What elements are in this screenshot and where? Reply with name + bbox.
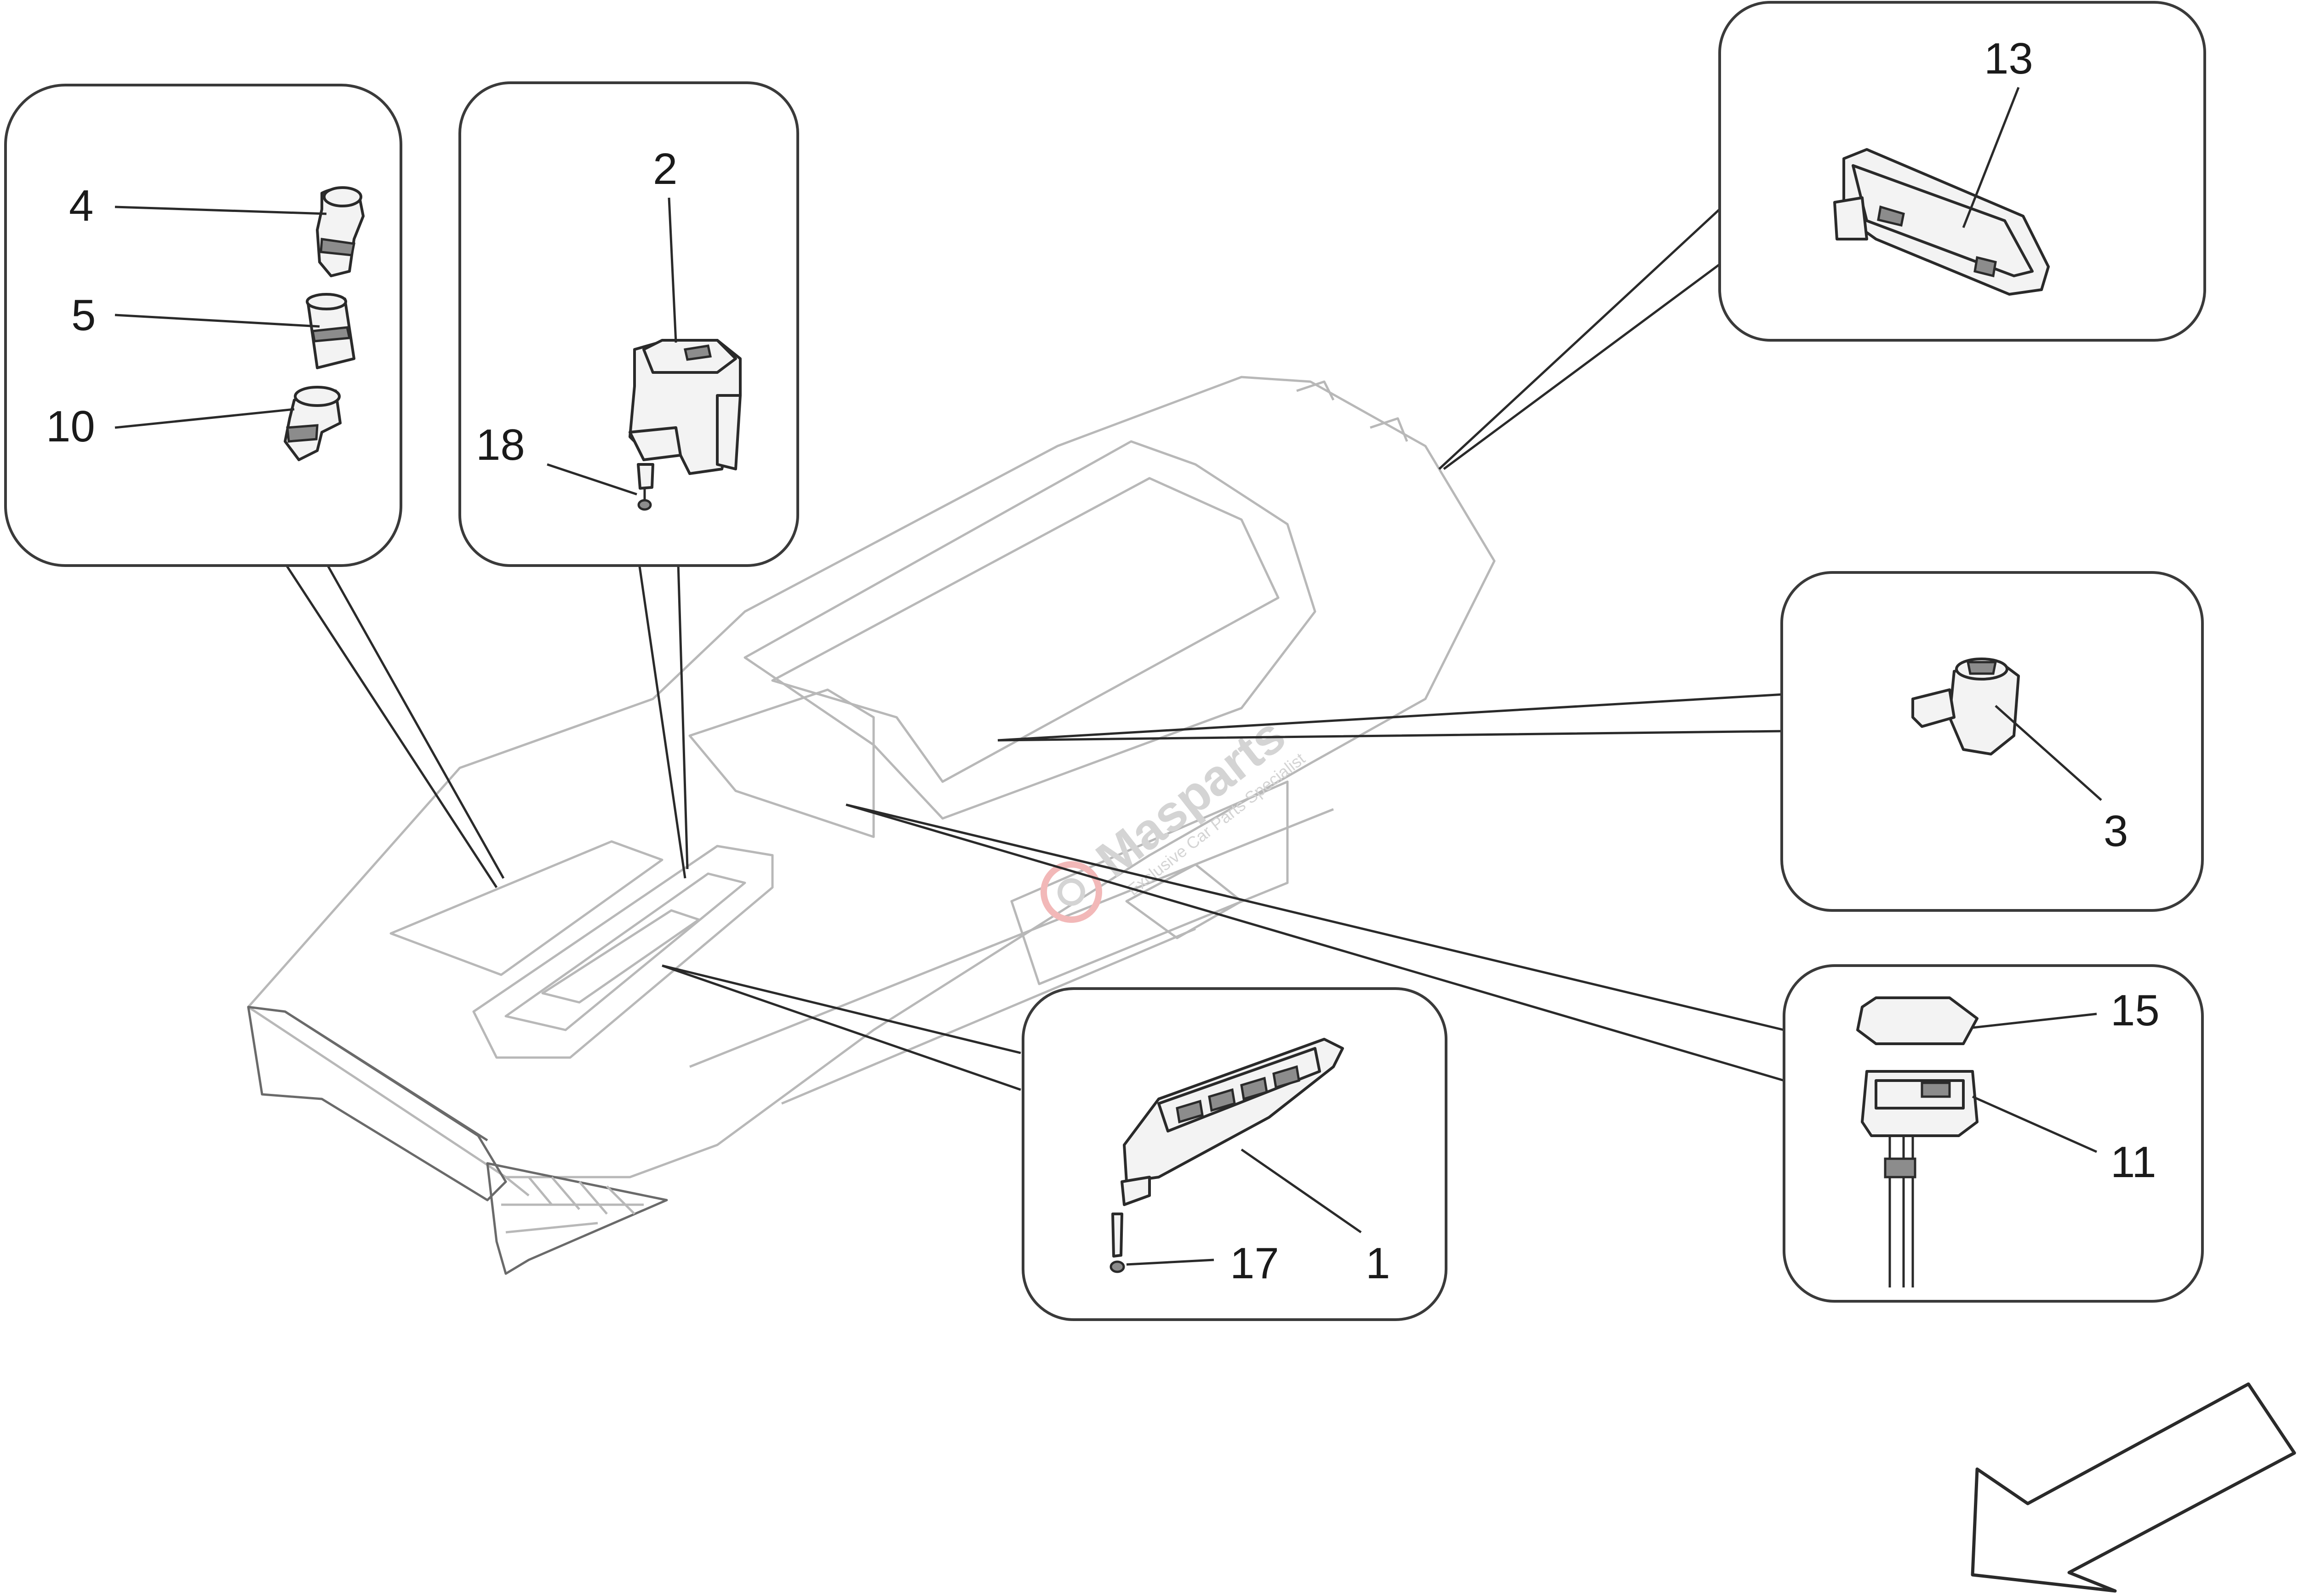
panel-item-3: 3 [1780,571,2204,912]
part-5-illustration [306,293,355,369]
callout-15: 15 [2110,986,2160,1035]
part-15-cover [1856,996,1979,1045]
part-3-illustration [1911,658,2020,755]
panel-leader-lines [284,208,1784,1091]
callout-4: 4 [69,181,93,230]
panel-items-15-11: 15 11 [1783,964,2204,1303]
part-10-illustration [284,386,342,461]
watermark-logo-icon [1041,861,1102,923]
part-2-illustration [629,339,742,475]
centre-console-drawing [247,376,1496,1275]
part-11-socket [1861,1070,1979,1287]
part-4-illustration [316,186,365,277]
callout-13: 13 [1984,34,2033,83]
part-1-switch-panel [1121,1038,1344,1206]
panel-items-2-18: 2 18 [458,81,799,567]
part-18-screw [637,463,654,511]
part-17-screw [1109,1213,1125,1273]
callout-3: 3 [2104,807,2128,856]
orientation-arrow-icon [1971,1382,2296,1593]
part-13-illustration [1833,148,2050,296]
callout-5: 5 [71,291,96,340]
callout-11: 11 [2110,1138,2156,1187]
masparts-watermark: Masparts Exclusive Car Parts Specialist [1041,707,1309,923]
callout-2: 2 [653,144,677,194]
panel-items-1-17: 1 17 [1022,987,1447,1321]
callout-1: 1 [1366,1239,1390,1288]
callout-10: 10 [46,402,95,451]
panel-items-4-5-10: 4 5 10 [4,84,402,567]
panel-item-13: 13 [1718,1,2206,342]
callout-17: 17 [1230,1239,1279,1288]
callout-18: 18 [476,420,525,469]
